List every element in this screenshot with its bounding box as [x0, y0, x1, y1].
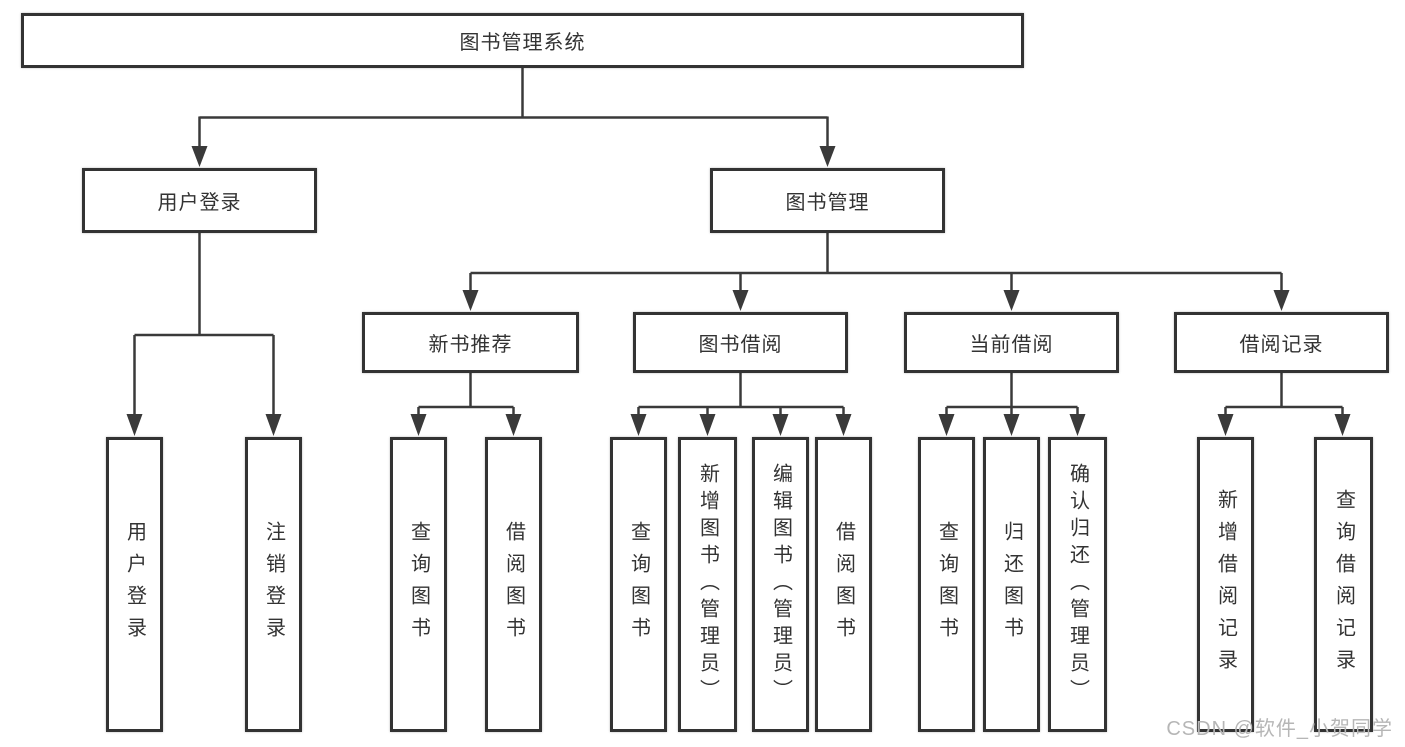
node-label: 查询图书	[627, 520, 650, 649]
leaf-query-books-borrow: 查询图书	[610, 437, 667, 732]
node-label: 图书借阅	[698, 334, 783, 356]
leaf-return-book: 归还图书	[983, 437, 1040, 732]
leaf-confirm-return-admin: 确认归还（管理员）	[1048, 437, 1107, 732]
node-label: 查询借阅记录	[1332, 488, 1355, 681]
node-label: 借阅记录	[1239, 334, 1324, 356]
node-current-borrow: 当前借阅	[904, 312, 1119, 373]
node-label: 查询图书	[935, 520, 958, 649]
node-label: 新增借阅记录	[1214, 488, 1237, 681]
node-book-management: 图书管理	[710, 168, 945, 233]
node-label: 用户登录	[123, 520, 146, 649]
node-label: 图书管理系统	[459, 32, 586, 54]
node-label: 注销登录	[262, 520, 285, 649]
node-label: 图书管理	[785, 192, 870, 214]
leaf-logout: 注销登录	[245, 437, 302, 732]
node-label: 查询图书	[407, 520, 430, 649]
arrowhead-icons	[126, 146, 1351, 436]
node-book-borrow: 图书借阅	[633, 312, 848, 373]
leaf-edit-book-admin: 编辑图书（管理员）	[752, 437, 809, 732]
node-label: 借阅图书	[832, 520, 855, 649]
leaf-borrow-books: 借阅图书	[815, 437, 872, 732]
node-book-management-system: 图书管理系统	[21, 13, 1024, 68]
node-label: 用户登录	[157, 192, 242, 214]
watermark-text: CSDN @软件_小贺同学	[1166, 718, 1393, 740]
node-borrow-records: 借阅记录	[1174, 312, 1389, 373]
node-label: 归还图书	[1000, 520, 1023, 649]
node-label: 当前借阅	[969, 334, 1054, 356]
node-label: 确认归还（管理员）	[1066, 463, 1089, 706]
leaf-add-borrow-record: 新增借阅记录	[1197, 437, 1254, 732]
leaf-query-books-recommend: 查询图书	[390, 437, 447, 732]
node-label: 编辑图书（管理员）	[769, 463, 792, 706]
node-label: 新增图书（管理员）	[696, 463, 719, 706]
node-user-login: 用户登录	[82, 168, 317, 233]
leaf-borrow-books-recommend: 借阅图书	[485, 437, 542, 732]
node-label: 新书推荐	[428, 334, 513, 356]
leaf-user-login: 用户登录	[106, 437, 163, 732]
node-label: 借阅图书	[502, 520, 525, 649]
node-new-book-recommend: 新书推荐	[362, 312, 579, 373]
leaf-query-borrow-record: 查询借阅记录	[1314, 437, 1373, 732]
leaf-query-books-current: 查询图书	[918, 437, 975, 732]
leaf-add-book-admin: 新增图书（管理员）	[678, 437, 737, 732]
